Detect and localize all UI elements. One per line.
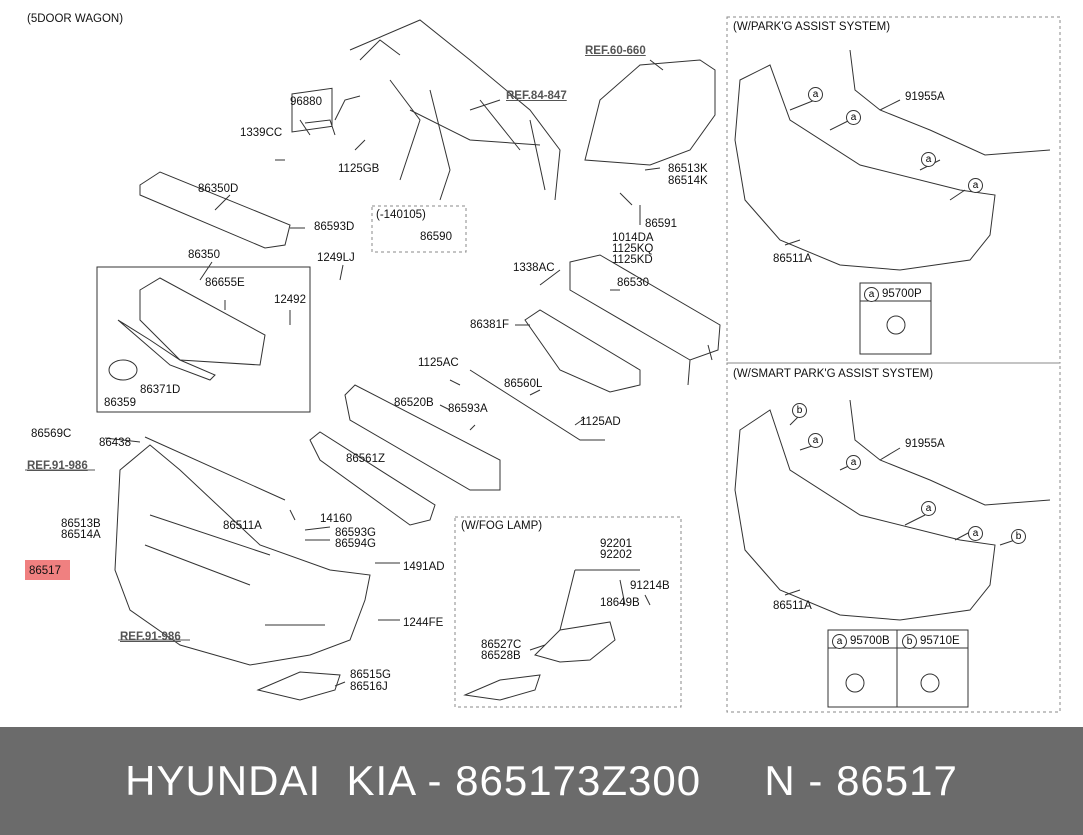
part-label-1244FE[interactable]: 1244FE: [403, 617, 444, 629]
part-label-86520B[interactable]: 86520B: [394, 397, 434, 409]
part-label-1125GB[interactable]: 1125GB: [338, 163, 380, 175]
part-label-86560L[interactable]: 86560L: [504, 378, 543, 390]
part-label-86513K[interactable]: 86513K: [668, 163, 708, 175]
part-label-95700P[interactable]: 95700P: [882, 288, 922, 300]
part-label-86350[interactable]: 86350: [188, 249, 220, 261]
part-label-12492[interactable]: 12492: [274, 294, 306, 306]
callout-b-legend: b: [902, 634, 917, 649]
part-label-91955A-parking[interactable]: 91955A: [905, 91, 945, 103]
part-label-86594G[interactable]: 86594G: [335, 538, 376, 550]
part-label-86511A-main[interactable]: 86511A: [223, 520, 262, 532]
parts-diagram: (5DOOR WAGON) REF.60-660 REF.84-847 REF.…: [25, 13, 1061, 713]
part-label-86655E[interactable]: 86655E: [205, 277, 245, 289]
part-label-86514K[interactable]: 86514K: [668, 175, 708, 187]
part-label-91955A-smart[interactable]: 91955A: [905, 438, 945, 450]
part-label-18649B[interactable]: 18649B: [600, 597, 640, 609]
part-label-86511A-parking[interactable]: 86511A: [773, 253, 812, 265]
part-label-95700B[interactable]: 95700B: [850, 635, 890, 647]
part-label-92201[interactable]: 92201: [600, 538, 632, 550]
part-label-1338AC[interactable]: 1338AC: [513, 262, 555, 274]
callout-a-4: a: [968, 178, 983, 193]
ref-60-660[interactable]: REF.60-660: [585, 45, 646, 57]
part-label-86593G[interactable]: 86593G: [335, 527, 376, 539]
smart-parking-section-box: [726, 362, 1061, 713]
part-label-95710E[interactable]: 95710E: [920, 635, 960, 647]
callout-a-3: a: [921, 152, 936, 167]
callout-a-2: a: [846, 110, 861, 125]
part-label-14160[interactable]: 14160: [320, 513, 352, 525]
part-label-86438[interactable]: 86438: [99, 437, 131, 449]
section-fog-lamp-label: (W/FOG LAMP): [461, 520, 543, 532]
parking-section-box: [726, 16, 1061, 364]
part-label-1125KD[interactable]: 1125KD: [612, 254, 653, 266]
part-label-1125AC[interactable]: 1125AC: [418, 357, 459, 369]
part-label-86515G[interactable]: 86515G: [350, 669, 391, 681]
date-range-box: [371, 205, 467, 253]
part-label-86590[interactable]: 86590: [420, 231, 452, 243]
part-label-86569C[interactable]: 86569C: [31, 428, 72, 440]
part-label-86517[interactable]: 86517: [29, 565, 61, 577]
callout-a-5: a: [808, 433, 823, 448]
part-label-86593A[interactable]: 86593A: [448, 403, 488, 415]
diagram-title: (5DOOR WAGON): [27, 13, 124, 25]
part-label-1339CC[interactable]: 1339CC: [240, 127, 283, 139]
diagram-drawing: [25, 16, 1061, 713]
section-date-range-label: (-140105): [376, 209, 426, 221]
part-label-86527C[interactable]: 86527C: [481, 639, 522, 651]
part-label-86593D[interactable]: 86593D: [314, 221, 355, 233]
part-label-86516J[interactable]: 86516J: [350, 681, 388, 693]
part-label-86381F[interactable]: 86381F: [470, 319, 510, 331]
part-label-86350D[interactable]: 86350D: [198, 183, 239, 195]
section-smart-parking-label: (W/SMART PARK'G ASSIST SYSTEM): [733, 368, 934, 380]
callout-a-8: a: [968, 526, 983, 541]
sensor-box-2: [827, 629, 969, 708]
ref-91-986-lower[interactable]: REF.91-986: [120, 631, 181, 643]
callout-b-2: b: [1011, 529, 1026, 544]
fog-lamp-section-box: [454, 516, 682, 708]
part-label-86530[interactable]: 86530: [617, 277, 649, 289]
footer-part-number: HYUNDAI KIA - 865173Z300 N - 86517: [125, 757, 958, 804]
callout-b-1: b: [792, 403, 807, 418]
part-label-92202[interactable]: 92202: [600, 549, 632, 561]
part-label-86514A[interactable]: 86514A: [61, 529, 101, 541]
part-label-86511A-smart[interactable]: 86511A: [773, 600, 812, 612]
section-parking-label: (W/PARK'G ASSIST SYSTEM): [733, 21, 891, 33]
callout-a-legend-1: a: [864, 287, 879, 302]
part-label-86359[interactable]: 86359: [104, 397, 136, 409]
part-label-86371D[interactable]: 86371D: [140, 384, 181, 396]
ref-91-986-upper[interactable]: REF.91-986: [27, 460, 88, 472]
part-label-1014DA[interactable]: 1014DA: [612, 232, 654, 244]
callout-a-1: a: [808, 87, 823, 102]
part-label-86513B[interactable]: 86513B: [61, 518, 101, 530]
callout-a-6: a: [846, 455, 861, 470]
footer-bar: HYUNDAI KIA - 865173Z300 N - 86517: [0, 727, 1083, 835]
highlight-86517: [25, 560, 70, 580]
part-label-1125KQ[interactable]: 1125KQ: [612, 243, 654, 255]
callout-a-legend-2: a: [832, 634, 847, 649]
sensor-box-1: [859, 282, 932, 355]
part-label-96880[interactable]: 96880: [290, 96, 322, 108]
part-label-86528B[interactable]: 86528B: [481, 650, 521, 662]
part-label-86591[interactable]: 86591: [645, 218, 677, 230]
part-label-1125AD[interactable]: 1125AD: [580, 416, 621, 428]
grille-group-box: [96, 266, 311, 413]
part-label-91214B[interactable]: 91214B: [630, 580, 670, 592]
part-label-1249LJ[interactable]: 1249LJ: [317, 252, 355, 264]
part-label-1491AD[interactable]: 1491AD: [403, 561, 445, 573]
callout-a-7: a: [921, 501, 936, 516]
ref-84-847[interactable]: REF.84-847: [506, 90, 567, 102]
part-label-86561Z[interactable]: 86561Z: [346, 453, 386, 465]
